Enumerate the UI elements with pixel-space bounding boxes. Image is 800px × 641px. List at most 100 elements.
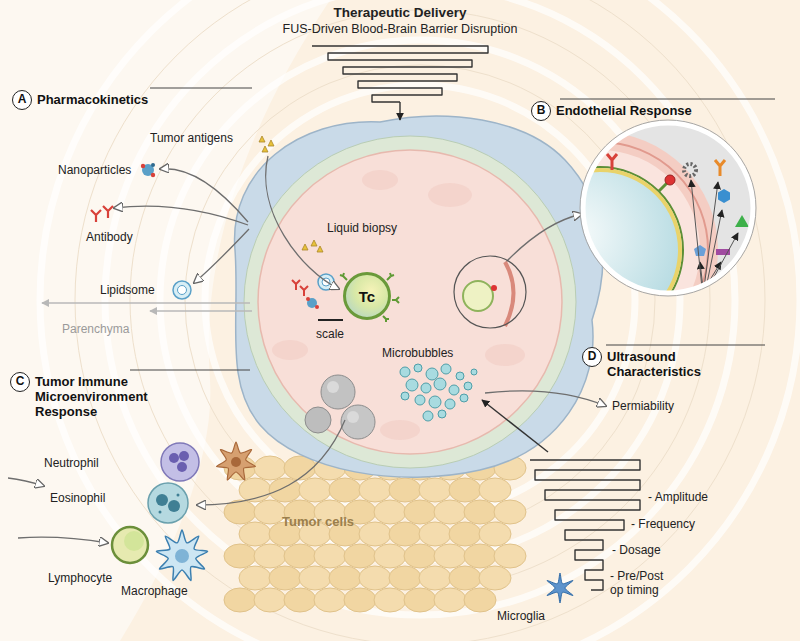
- t-cell-receptors: [392, 297, 399, 303]
- microbubbles: [400, 364, 477, 421]
- scale-bar: [318, 320, 343, 321]
- section-heading: Ultrasound Characteristics: [607, 349, 722, 379]
- glial-cells: [156, 442, 573, 603]
- microbubbles: [441, 364, 451, 374]
- tumor-cell-cluster: [404, 544, 436, 568]
- diagram-title: Therapeutic Delivery: [334, 5, 467, 20]
- microbubbles: [426, 368, 438, 380]
- ultrasound-waves: [482, 400, 548, 452]
- tumor-cell-cluster: [254, 588, 286, 612]
- tumor-cell-cluster: [284, 588, 316, 612]
- tumor-cell-cluster: [419, 478, 451, 502]
- blood-vessel: [235, 116, 603, 477]
- brain-tissue: [205, 85, 635, 515]
- scale-label: scale: [316, 327, 344, 341]
- brain-tissue: [160, 40, 680, 560]
- ultrasound-waves: [399, 102, 400, 120]
- tumor-cell-cluster: [464, 588, 496, 612]
- agent-icons: [91, 210, 101, 222]
- agent-icons: [91, 136, 274, 299]
- transport-arrows: [8, 156, 606, 543]
- circulating-cells: [321, 375, 355, 409]
- transport-arrows: [485, 391, 606, 406]
- blood-vessel: [380, 420, 420, 440]
- agent-label: Microbubbles: [382, 346, 453, 360]
- endothelium-zoom: [684, 164, 696, 176]
- blood-vessel: [235, 116, 603, 477]
- section-marker: BEndothelial Response: [531, 101, 551, 121]
- section-rules: [606, 345, 765, 346]
- section-marker: APharmacokinetics: [12, 90, 32, 110]
- glial-cells: [231, 457, 241, 467]
- endothelium-zoom: [718, 189, 730, 203]
- cell-label: Neutrophil: [44, 456, 99, 470]
- microbubbles: [445, 399, 455, 409]
- tumor-cell-cluster: [254, 500, 286, 524]
- microbubbles: [415, 395, 425, 405]
- section-rules: [560, 99, 775, 100]
- scale-bar: [318, 319, 343, 321]
- agent-label: Nanoparticles: [58, 163, 131, 177]
- immune-cells: [177, 462, 187, 472]
- microbubbles: [438, 410, 446, 418]
- parameter-item: - Pre/Post op timing: [610, 569, 676, 597]
- ultrasound-waves: [312, 46, 488, 102]
- section-letter: D: [583, 348, 601, 365]
- tumor-cell-cluster: [389, 522, 421, 546]
- glial-cells: [216, 442, 255, 480]
- brain-tissue: [130, 10, 710, 590]
- glial-cells: [547, 573, 573, 603]
- tumor-cell-cluster: [254, 456, 286, 480]
- agent-label: Antibody: [86, 230, 133, 244]
- endothelium-zoom: [659, 183, 667, 191]
- transport-arrows: [8, 478, 44, 486]
- parenchyma-arrows: [42, 303, 252, 311]
- endothelium-zoom: [691, 180, 702, 288]
- lumen-agents: [302, 240, 323, 252]
- brain-tissue: [185, 65, 655, 535]
- zoom-source: [491, 285, 497, 291]
- region-label: Parenchyma: [62, 322, 129, 336]
- section-letter: A: [13, 91, 31, 108]
- immune-cells: [112, 527, 148, 563]
- endothelium-zoom: [665, 175, 675, 185]
- cell-label: Eosinophil: [50, 491, 105, 505]
- brain-tissue: [75, 0, 765, 641]
- tumor-cell-cluster: [404, 500, 436, 524]
- endothelium-zoom: [694, 245, 706, 256]
- endothelium-zoom: [580, 120, 756, 296]
- section-rules: [130, 88, 775, 370]
- t-cell: Tc: [343, 272, 391, 320]
- cell-label: Lymphocyte: [48, 571, 112, 585]
- endothelium-zoom: [500, 150, 700, 350]
- endothelium-zoom: [735, 215, 749, 227]
- microbubbles: [421, 383, 431, 393]
- endothelium-zoom: [704, 182, 718, 288]
- t-cell-receptors: [340, 273, 399, 322]
- circulating-cells: [305, 375, 375, 439]
- tumor-cell-cluster: [314, 588, 346, 612]
- tumor-cell-cluster: [269, 478, 301, 502]
- tumor-cell-cluster: [419, 566, 451, 590]
- circulating-cells: [305, 407, 331, 433]
- microbubbles: [406, 379, 418, 391]
- tumor-cell-cluster: [374, 500, 406, 524]
- tumor-cell-cluster: [374, 588, 406, 612]
- endothelium-zoom: [482, 120, 760, 368]
- tumor-cell-cluster: [359, 566, 391, 590]
- transport-arrows: [194, 229, 249, 283]
- endothelium-zoom: [691, 180, 738, 288]
- endothelium-zoom: [715, 160, 725, 176]
- tumor-cell-cluster: [344, 544, 376, 568]
- tumor-cell-cluster: [389, 478, 421, 502]
- zoom-source: [463, 281, 493, 311]
- zoom-source: [454, 256, 526, 328]
- circulating-cells: [347, 411, 359, 423]
- microbubbles: [401, 392, 409, 400]
- tumor-cell-cluster: [239, 566, 271, 590]
- tumor-cell-cluster: [494, 544, 526, 568]
- tumor-cell-cluster: [404, 588, 436, 612]
- tumor-cell-cluster: [359, 478, 391, 502]
- microbubbles: [460, 394, 468, 402]
